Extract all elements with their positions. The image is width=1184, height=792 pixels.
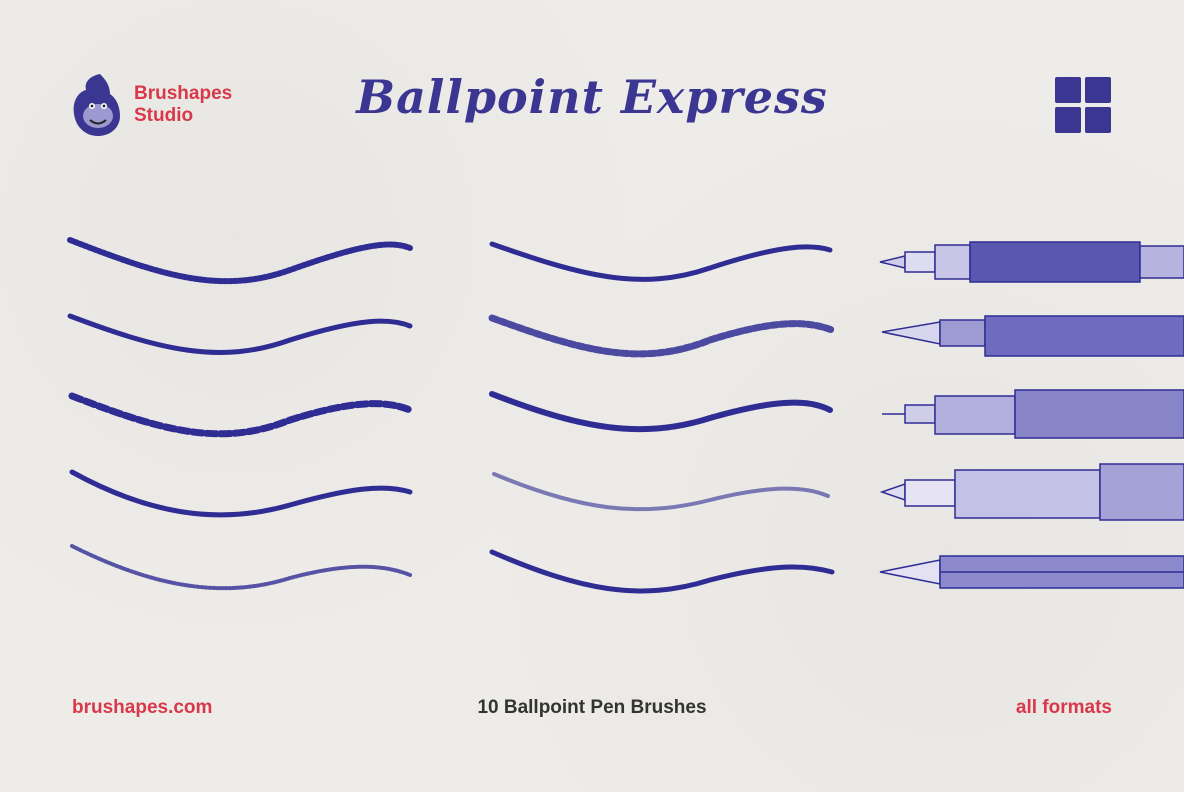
grid-squares-icon	[1055, 77, 1111, 133]
brush-stroke-6	[489, 241, 833, 282]
pencil	[879, 555, 1184, 589]
brush-stroke-3	[68, 392, 414, 438]
brand-line2: Studio	[134, 105, 194, 126]
brush-stroke-8	[489, 391, 833, 433]
marker-pen	[879, 463, 1184, 521]
brand-line1: Brushapes	[134, 83, 233, 104]
gorilla-head-icon	[73, 74, 120, 136]
brush-stroke-2	[67, 313, 413, 355]
brand-logo[interactable]: Brushapes Studio	[70, 72, 232, 138]
ballpoint-pen	[879, 241, 1184, 283]
product-title: Ballpoint Express	[356, 70, 828, 124]
formats-label: all formats	[1015, 697, 1112, 718]
brand-name: Brushapes Studio	[134, 83, 232, 127]
brush-stroke-10	[489, 549, 835, 594]
pen-illustrations	[879, 241, 1184, 589]
brush-stroke-7	[488, 314, 836, 358]
fineliner-pen	[882, 389, 1184, 439]
brush-stroke-9	[492, 472, 830, 512]
website-link[interactable]: brushapes.com	[72, 697, 213, 718]
fountain-pen	[881, 315, 1184, 357]
brush-stroke-4	[69, 469, 413, 518]
brush-stroke-5	[70, 544, 412, 591]
brush-stroke-1	[67, 237, 413, 285]
product-subtitle: 10 Ballpoint Pen Brushes	[477, 697, 707, 718]
